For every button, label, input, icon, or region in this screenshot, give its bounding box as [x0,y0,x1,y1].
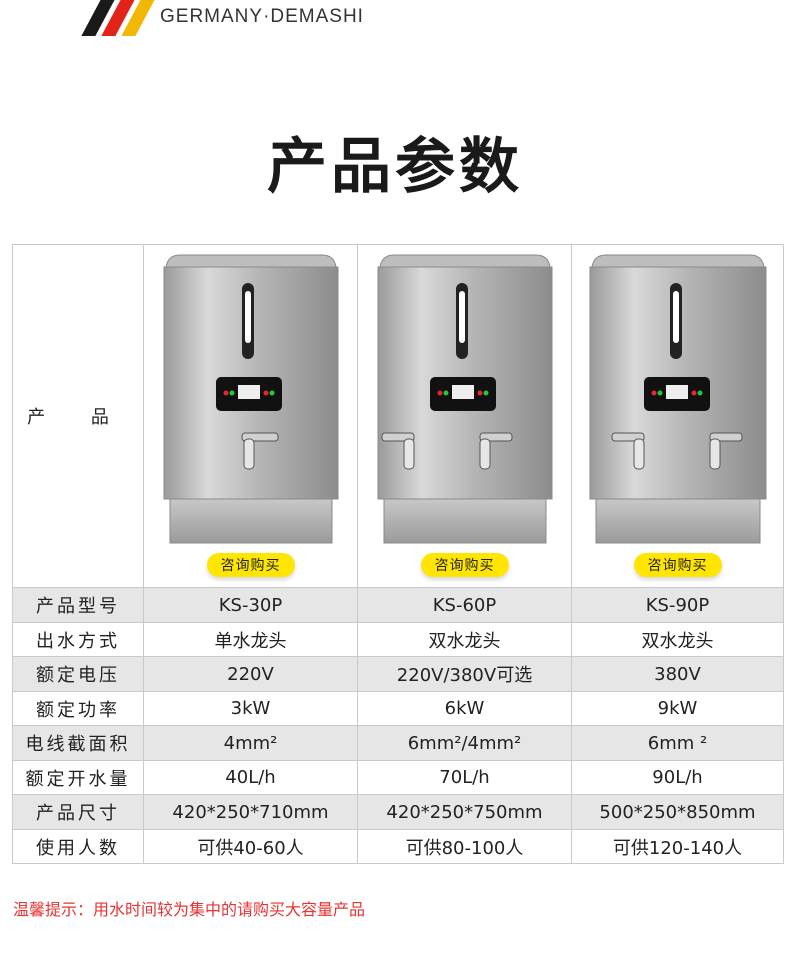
spec-value: 40L/h [143,760,358,795]
spec-label: 额定开水量 [12,760,144,795]
spec-label: 产品尺寸 [12,794,144,830]
purchase-tip: 温馨提示：用水时间较为集中的请购买大容量产品 [13,900,366,919]
spec-label: 额定电压 [12,656,144,692]
spec-value: KS-30P [143,587,358,623]
spec-value: 可供40-60人 [143,829,358,864]
spec-row-wire: 电线截面积 4mm² 6mm²/4mm² 6mm ² [12,725,784,761]
spec-value: 双水龙头 [571,622,784,657]
spec-row-outlet: 出水方式 单水龙头 双水龙头 双水龙头 [12,622,784,657]
spec-row-capacity: 额定开水量 40L/h 70L/h 90L/h [12,760,784,795]
brand-bar: GERMANY·DEMASHI [0,0,790,36]
spec-value: 6mm ² [571,725,784,761]
page-title: 产品参数 [267,132,523,202]
double-faucet-water-boiler-icon [377,254,553,544]
spec-value: 双水龙头 [357,622,572,657]
spec-table: 产 品 [12,244,784,864]
product-cell-2: 咨询购买 [357,244,572,588]
spec-value: 单水龙头 [143,622,358,657]
spec-label: 出水方式 [12,622,144,657]
product-cell-1: 咨询购买 [143,244,358,588]
spec-value: 6kW [357,691,572,726]
buy-button-1[interactable]: 咨询购买 [206,553,295,577]
spec-value: 6mm²/4mm² [357,725,572,761]
spec-row-users: 使用人数 可供40-60人 可供80-100人 可供120-140人 [12,829,784,864]
spec-value: 420*250*710mm [143,794,358,830]
single-faucet-water-boiler-icon [163,254,339,544]
spec-label: 使用人数 [12,829,144,864]
spec-label: 电线截面积 [12,725,144,761]
spec-value: 90L/h [571,760,784,795]
spec-row-size: 产品尺寸 420*250*710mm 420*250*750mm 500*250… [12,794,784,830]
product-image-row: 产 品 [12,244,784,588]
spec-value: 220V [143,656,358,692]
spec-row-model: 产品型号 KS-30P KS-60P KS-90P [12,587,784,623]
product-cell-3: 咨询购买 [571,244,784,588]
spec-value: 70L/h [357,760,572,795]
spec-label: 产品型号 [12,587,144,623]
spec-value: 3kW [143,691,358,726]
spec-row-power: 额定功率 3kW 6kW 9kW [12,691,784,726]
spec-value: 500*250*850mm [571,794,784,830]
spec-value: 可供120-140人 [571,829,784,864]
product-row-label: 产 品 [12,244,144,588]
spec-value: 220V/380V可选 [357,656,572,692]
spec-label: 额定功率 [12,691,144,726]
brand-name: GERMANY·DEMASHI [160,6,364,27]
spec-row-voltage: 额定电压 220V 220V/380V可选 380V [12,656,784,692]
double-faucet-water-boiler-icon [589,254,767,544]
spec-value: 380V [571,656,784,692]
buy-button-3[interactable]: 咨询购买 [633,553,722,577]
spec-value: 420*250*750mm [357,794,572,830]
spec-value: 4mm² [143,725,358,761]
spec-value: 可供80-100人 [357,829,572,864]
spec-value: KS-90P [571,587,784,623]
spec-value: 9kW [571,691,784,726]
spec-value: KS-60P [357,587,572,623]
buy-button-2[interactable]: 咨询购买 [420,553,509,577]
